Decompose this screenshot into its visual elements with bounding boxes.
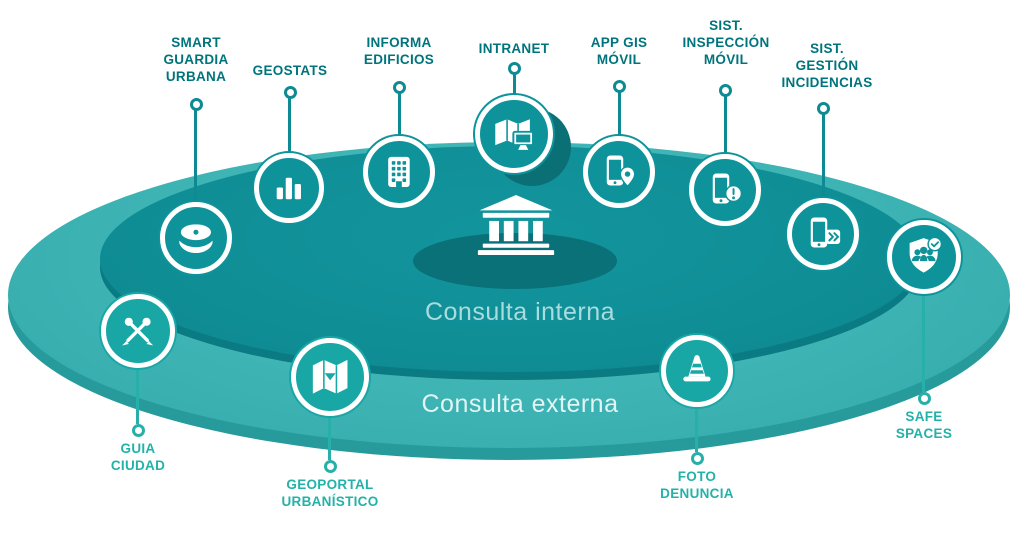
bar-chart-icon	[254, 153, 324, 223]
zone-label-consulta-externa: Consulta externa	[421, 390, 619, 418]
node-label: APP GIS MÓVIL	[590, 35, 648, 67]
connector-dot	[508, 62, 521, 75]
zone-label-consulta-interna: Consulta interna	[424, 298, 616, 326]
connector-line	[194, 110, 197, 204]
connector-dot	[324, 460, 337, 473]
node-label: GUIA CIUDAD	[110, 441, 166, 473]
node-label: INFORMA EDIFICIOS	[363, 35, 435, 67]
shield-users-check-icon	[887, 220, 961, 294]
connector-dot	[918, 392, 931, 405]
node-label: SMART GUARDIA URBANA	[163, 35, 229, 84]
node-label: GEOSTATS	[252, 63, 328, 78]
node-label: SIST. GESTIÓN INCIDENCIAS	[781, 41, 873, 90]
connector-dot	[817, 102, 830, 115]
traffic-cone-icon	[661, 335, 733, 407]
building-windows-icon	[363, 136, 435, 208]
crossed-tools-icon	[101, 294, 175, 368]
connector-line	[618, 92, 621, 137]
connector-dot	[190, 98, 203, 111]
connector-line	[398, 93, 401, 137]
connector-line	[922, 296, 925, 392]
connector-dot	[691, 452, 704, 465]
connector-dot	[393, 81, 406, 94]
connector-dot	[613, 80, 626, 93]
phone-location-pin-icon	[583, 136, 655, 208]
connector-line	[695, 409, 698, 452]
node-label: SIST. INSPECCIÓN MÓVIL	[682, 18, 770, 67]
connector-line	[136, 370, 139, 424]
government-building-icon	[477, 195, 555, 255]
connector-dot	[719, 84, 732, 97]
folded-map-pin-icon	[291, 338, 369, 416]
node-label: FOTO DENUNCIA	[660, 469, 734, 501]
node-label: GEOPORTAL URBANÍSTICO	[281, 477, 379, 509]
connector-line	[724, 96, 727, 155]
phone-transfer-icon	[787, 198, 859, 270]
connector-dot	[132, 424, 145, 437]
police-cap-icon	[160, 202, 232, 274]
connector-dot	[284, 86, 297, 99]
phone-alert-icon	[689, 154, 761, 226]
map-monitor-icon	[475, 95, 553, 173]
center-pedestal-shadow	[413, 233, 617, 289]
connector-line	[513, 74, 516, 96]
node-label: INTRANET	[478, 41, 550, 56]
connector-line	[288, 98, 291, 154]
node-label: SAFE SPACES	[895, 409, 953, 441]
connector-line	[328, 418, 331, 460]
connector-line	[822, 114, 825, 199]
